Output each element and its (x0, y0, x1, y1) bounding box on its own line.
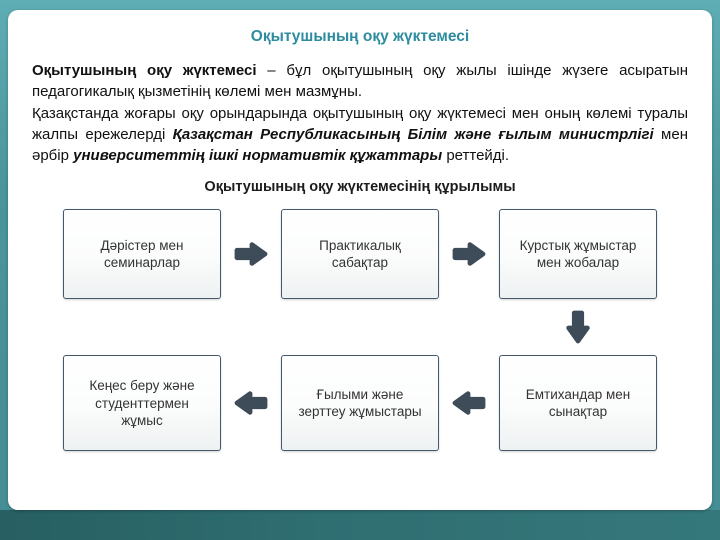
flow-arrow-left-icon (221, 355, 281, 451)
regulation-text-2: мен әрбір (32, 125, 688, 165)
slide-bottom-band (0, 510, 720, 540)
diagram-box-label: Ғылыми және зерттеу жұмыстары (298, 386, 422, 420)
diagram-box-exams: Емтихандар мен сынақтар (499, 355, 657, 452)
regulation-text-3: реттейді. (442, 147, 510, 165)
intro-term: Оқытушының оқу жүктемесі (32, 62, 257, 79)
diagram-box-label: Емтихандар мен сынақтар (525, 386, 631, 420)
diagram-box-consulting: Кеңес беру және студенттермен жұмыс (63, 355, 221, 452)
diagram-box-lectures: Дәрістер мен семинарлар (63, 209, 221, 300)
slide-title: Оқытушының оқу жүктемесі (250, 28, 470, 45)
documents-emphasis: университеттің ішкі нормативтік құжаттар… (73, 147, 443, 165)
diagram-box-practical: Практикалық сабақтар (281, 209, 439, 300)
intro-text: – бұл оқытушының оқу жылы ішінде жүзеге … (32, 62, 688, 101)
regulation-text-1: Қазақстанда жоғары оқу орындарында оқыту… (32, 104, 688, 143)
workload-diagram: Дәрістер мен семинарлар Практикалық саба… (32, 209, 688, 452)
intro-paragraph: Оқытушының оқу жүктемесі – бұл оқытушыны… (32, 60, 688, 103)
diagram-box-label: Дәрістер мен семинарлар (100, 237, 184, 271)
diagram-box-label: Курстық жұмыстар мен жобалар (519, 237, 637, 271)
ministry-emphasis: Қазақстан Республикасының Білім және ғыл… (172, 125, 654, 143)
slide-card: Оқытушының оқу жүктемесі Оқытушының оқу … (8, 10, 712, 510)
diagram-box-coursework: Курстық жұмыстар мен жобалар (499, 209, 657, 300)
flow-arrow-left-icon (439, 355, 499, 451)
diagram-box-label: Практикалық сабақтар (319, 237, 401, 271)
flow-arrow-right-icon (439, 209, 499, 299)
diagram-box-label: Кеңес беру және студенттермен жұмыс (89, 378, 195, 429)
diagram-box-research: Ғылыми және зерттеу жұмыстары (281, 355, 439, 452)
flow-arrow-right-icon (221, 209, 281, 299)
flow-arrow-down-icon (499, 299, 657, 355)
regulation-paragraph: Қазақстанда жоғары оқу орындарында оқыту… (32, 103, 688, 167)
diagram-heading: Оқытушының оқу жүктемесінің құрылымы (204, 179, 516, 196)
